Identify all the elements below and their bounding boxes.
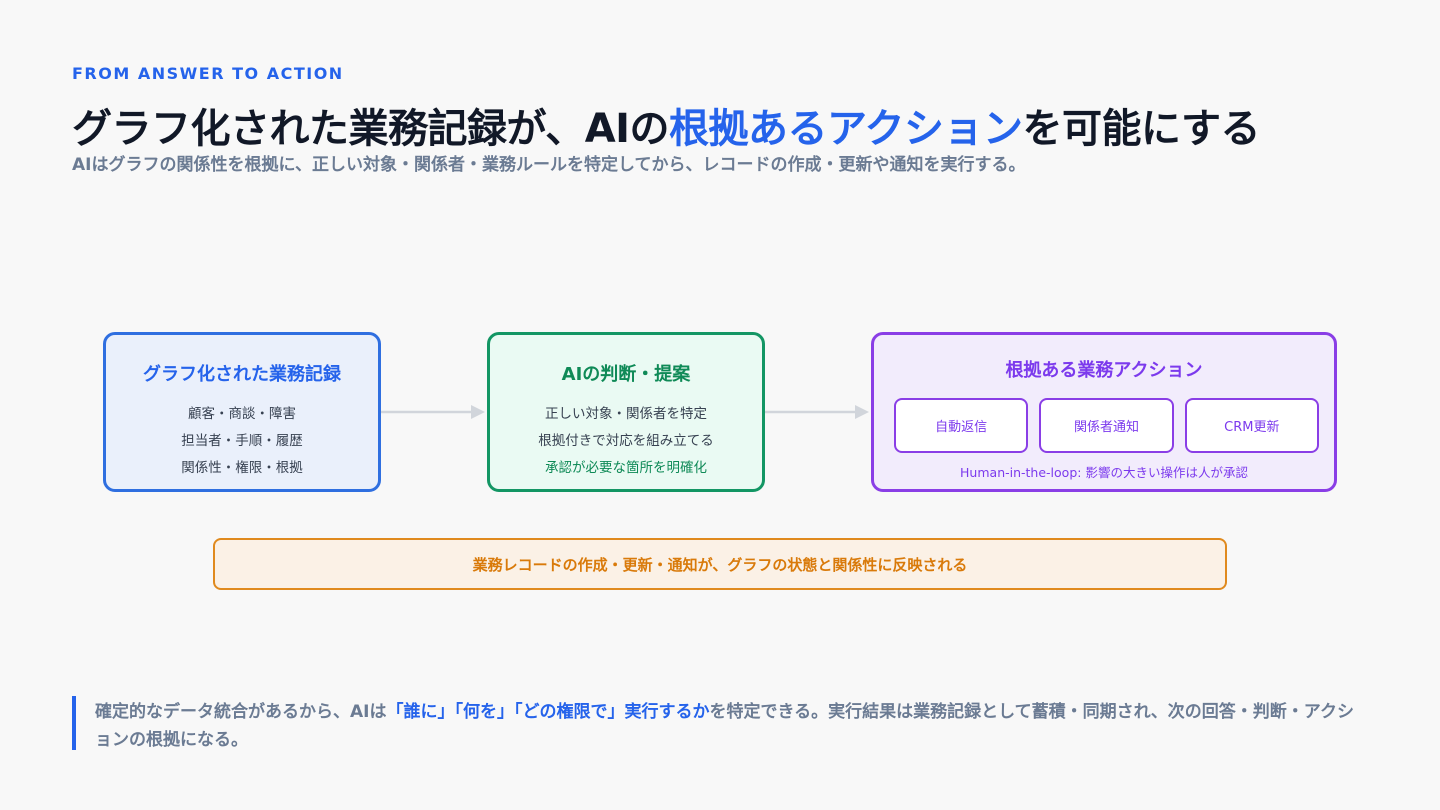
ai-item: 根拠付きで対応を組み立てる — [538, 433, 714, 449]
actions-box: 根拠ある業務アクション 自動返信 関係者通知 CRM更新 Human-in-th… — [871, 332, 1337, 492]
chip-auto-reply: 自動返信 — [894, 398, 1029, 453]
title-post: を可能にする — [1022, 106, 1261, 152]
ai-item: 正しい対象・関係者を特定 — [545, 406, 707, 422]
footer-note: 確定的なデータ統合があるから、AIは「誰に」「何を」「どの権限で」実行するかを特… — [95, 698, 1355, 754]
ai-item-highlight: 承認が必要な箇所を明確化 — [545, 460, 707, 476]
footer-accent-bar — [72, 696, 76, 750]
footer-emphasis: 「誰に」「何を」「どの権限で」実行するか — [386, 702, 710, 722]
records-item: 関係性・権限・根拠 — [181, 460, 303, 476]
human-in-the-loop-note: Human-in-the-loop: 影響の大きい操作は人が承認 — [960, 465, 1248, 480]
records-items: 顧客・商談・障害 担当者・手順・履歴 関係性・権限・根拠 — [106, 401, 378, 482]
page-subtitle: AIはグラフの関係性を根拠に、正しい対象・関係者・業務ルールを特定してから、レコ… — [72, 155, 1026, 175]
records-box: グラフ化された業務記録 顧客・商談・障害 担当者・手順・履歴 関係性・権限・根拠 — [103, 332, 381, 492]
action-chips: 自動返信 関係者通知 CRM更新 — [894, 398, 1319, 453]
records-item: 担当者・手順・履歴 — [181, 433, 303, 449]
title-pre: グラフ化された業務記録が、AIの — [72, 106, 670, 152]
footer-pre: 確定的なデータ統合があるから、AIは — [95, 702, 387, 722]
actions-box-title: 根拠ある業務アクション — [1005, 360, 1203, 381]
ai-items: 正しい対象・関係者を特定 根拠付きで対応を組み立てる 承認が必要な箇所を明確化 — [490, 401, 762, 482]
footer-post: を特定できる。実行結果は業務記録として蓄積・同期され、次の回答・判断・アクション… — [95, 702, 1354, 750]
page-title: グラフ化された業務記録が、AIの根拠あるアクションを可能にする — [72, 96, 1260, 154]
eyebrow-label: FROM ANSWER TO ACTION — [72, 64, 344, 83]
feedback-banner: 業務レコードの作成・更新・通知が、グラフの状態と関係性に反映される — [213, 538, 1227, 590]
chip-stakeholder-notify: 関係者通知 — [1039, 398, 1174, 453]
ai-box-title: AIの判断・提案 — [561, 364, 691, 385]
title-accent: 根拠あるアクション — [669, 106, 1023, 152]
records-item: 顧客・商談・障害 — [188, 406, 296, 422]
records-box-title: グラフ化された業務記録 — [143, 364, 341, 385]
ai-box: AIの判断・提案 正しい対象・関係者を特定 根拠付きで対応を組み立てる 承認が必… — [487, 332, 765, 492]
arrow-records-to-ai — [381, 405, 485, 419]
chip-crm-update: CRM更新 — [1184, 398, 1319, 453]
arrow-ai-to-actions — [765, 405, 869, 419]
